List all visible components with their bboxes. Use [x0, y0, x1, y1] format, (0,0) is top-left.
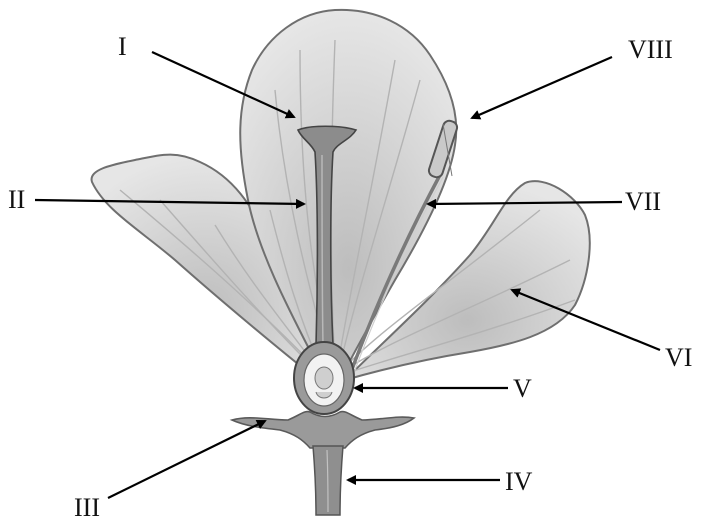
label-II: II [8, 185, 25, 214]
leader-VIII [472, 57, 612, 118]
label-IV: IV [505, 467, 533, 496]
label-VIII: VIII [628, 35, 673, 64]
label-VII: VII [625, 187, 661, 216]
leader-III [108, 421, 265, 498]
label-VI: VI [665, 343, 692, 372]
thalamus-receptacle [232, 412, 414, 448]
label-I: I [118, 32, 127, 61]
label-V: V [513, 374, 532, 403]
leader-VII [428, 202, 622, 204]
ovule [315, 367, 333, 398]
label-III: III [74, 493, 100, 522]
